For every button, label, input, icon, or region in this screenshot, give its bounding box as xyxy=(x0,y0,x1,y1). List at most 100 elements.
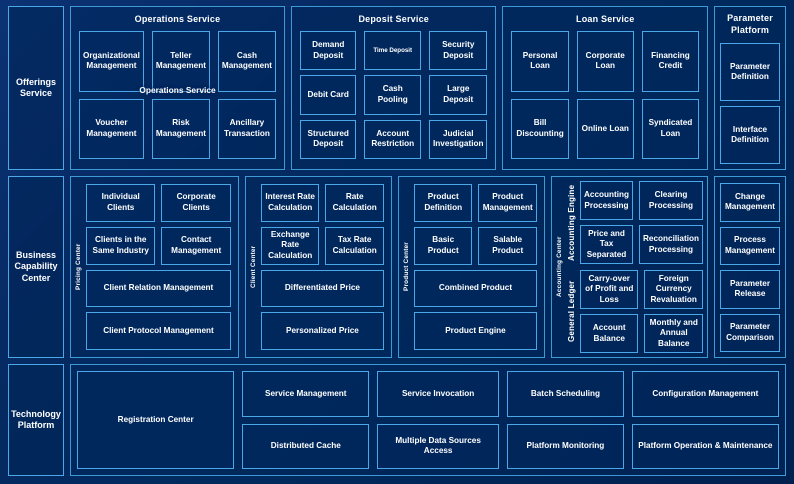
cell-online-loan[interactable]: Online Loan xyxy=(576,98,634,159)
group-title-loan-service: Loan Service xyxy=(576,14,635,24)
cell-basic-product[interactable]: Basic Product xyxy=(413,226,473,265)
cell-corporate-loan[interactable]: Corporate Loan xyxy=(576,31,634,92)
sidebar-label-business-capability-center: Business Capability Center xyxy=(8,176,64,358)
vlabel-general-ledger: General Ledger xyxy=(566,280,576,343)
cell-salable-product[interactable]: Salable Product xyxy=(478,226,537,265)
accounting-engine-block: Accounting Engine Accounting Processing … xyxy=(565,181,703,264)
cell-multiple-data-sources-access[interactable]: Multiple Data Sources Access xyxy=(377,423,500,469)
accounting-center-body: Accounting Engine Accounting Processing … xyxy=(565,181,703,353)
general-ledger-grid: Carry-over of Profit and Loss Foreign Cu… xyxy=(579,270,703,353)
cell-product-management[interactable]: Product Management xyxy=(478,184,537,222)
sidebar-label-offerings-service: Offerings Service xyxy=(8,6,64,170)
cell-judicial-investigation[interactable]: Judicial Investigation xyxy=(428,119,488,159)
operations-service-grid: Organizational Management Teller Managem… xyxy=(75,29,280,165)
pricing-center-body: Individual Clients Corporate Clients Cli… xyxy=(84,181,234,353)
cell-demand-deposit[interactable]: Demand Deposit xyxy=(299,31,357,71)
cell-registration-center[interactable]: Registration Center xyxy=(77,371,235,469)
group-technology-platform: Registration Center Service Management S… xyxy=(70,364,786,476)
vlabel-product-center: Product Center xyxy=(402,242,410,292)
deposit-service-grid: Demand Deposit Time Deposit Security Dep… xyxy=(296,29,492,165)
group-loan-service: Loan Service Personal Loan Corporate Loa… xyxy=(502,6,708,170)
cell-platform-monitoring[interactable]: Platform Monitoring xyxy=(507,423,624,469)
cell-parameter-comparison[interactable]: Parameter Comparison xyxy=(719,313,780,352)
cell-foreign-currency-revaluation[interactable]: Foreign Currency Revaluation xyxy=(644,270,703,309)
cell-interest-rate-calculation[interactable]: Interest Rate Calculation xyxy=(260,184,320,222)
cell-teller-management[interactable]: Teller Management xyxy=(151,31,210,92)
loan-service-grid: Personal Loan Corporate Loan Financing C… xyxy=(507,29,703,165)
pricing-center-wide-row-2: Client Protocol Management xyxy=(86,312,231,350)
cell-contact-management[interactable]: Contact Management xyxy=(161,226,231,265)
cell-distributed-cache[interactable]: Distributed Cache xyxy=(242,423,370,469)
cell-service-invocation[interactable]: Service Invocation xyxy=(377,371,500,417)
group-accounting-center: Accounting Center Accounting Engine Acco… xyxy=(550,176,708,358)
cell-product-definition[interactable]: Product Definition xyxy=(413,184,473,222)
cell-batch-scheduling[interactable]: Batch Scheduling xyxy=(507,371,624,417)
cell-organizational-management[interactable]: Organizational Management xyxy=(79,31,144,92)
cell-product-engine[interactable]: Product Engine xyxy=(413,312,537,350)
cell-bill-discounting[interactable]: Bill Discounting xyxy=(511,98,569,159)
cell-account-balance[interactable]: Account Balance xyxy=(579,314,639,353)
technology-platform-row: Technology Platform Registration Center … xyxy=(8,364,786,476)
parameter-platform-continued: Change Management Process Management Par… xyxy=(713,176,786,358)
cell-syndicated-loan[interactable]: Syndicated Loan xyxy=(641,98,699,159)
cell-rate-calculation[interactable]: Rate Calculation xyxy=(325,184,384,222)
sidebar-label-technology-platform: Technology Platform xyxy=(8,364,64,476)
cell-configuration-management[interactable]: Configuration Management xyxy=(631,371,779,417)
cell-price-and-tax-separated[interactable]: Price and Tax Separated xyxy=(579,225,634,264)
product-center-pair-row-1: Product Definition Product Management xyxy=(413,184,537,222)
cell-time-deposit[interactable]: Time Deposit xyxy=(364,31,421,71)
cell-parameter-definition[interactable]: Parameter Definition xyxy=(720,43,780,102)
client-center-wide-row-2: Personalized Price xyxy=(260,312,384,350)
client-center-pair-row-2: Exchange Rate Calculation Tax Rate Calcu… xyxy=(260,226,384,265)
cell-account-restriction[interactable]: Account Restriction xyxy=(364,119,421,159)
cell-voucher-management[interactable]: Voucher Management xyxy=(79,98,144,159)
cell-client-protocol-management[interactable]: Client Protocol Management xyxy=(86,312,231,350)
cell-client-relation-management[interactable]: Client Relation Management xyxy=(86,269,231,308)
cell-large-deposit[interactable]: Large Deposit xyxy=(428,75,488,115)
accounting-engine-grid: Accounting Processing Clearing Processin… xyxy=(579,181,703,264)
vlabel-accounting-engine: Accounting Engine xyxy=(566,184,576,261)
cell-ancillary-transaction[interactable]: Ancillary Transaction xyxy=(217,98,276,159)
group-title-operations-service: Operations Service xyxy=(134,14,221,24)
cell-cash-pooling[interactable]: Cash Pooling xyxy=(364,75,421,115)
business-capability-row: Business Capability Center Pricing Cente… xyxy=(8,176,786,358)
cell-parameter-release[interactable]: Parameter Release xyxy=(719,270,780,309)
cell-cash-management[interactable]: Cash Management xyxy=(217,31,276,92)
cell-interface-definition[interactable]: Interface Definition xyxy=(720,106,780,164)
cell-risk-management[interactable]: Risk Management xyxy=(151,98,210,159)
cell-change-management[interactable]: Change Management xyxy=(719,183,780,222)
cell-clients-in-the-same-industry[interactable]: Clients in the Same Industry xyxy=(86,226,156,265)
cell-monthly-and-annual-balance[interactable]: Monthly and Annual Balance xyxy=(644,314,703,353)
cell-process-management[interactable]: Process Management xyxy=(719,226,780,265)
overlap-label-operations-service: Operations Service xyxy=(139,85,216,95)
cell-carry-over-of-profit-and-loss[interactable]: Carry-over of Profit and Loss xyxy=(579,270,639,309)
group-parameter-platform: Parameter Platform Parameter Definition … xyxy=(714,6,786,170)
cell-tax-rate-calculation[interactable]: Tax Rate Calculation xyxy=(325,226,384,265)
client-center-wide-row-1: Differentiated Price xyxy=(260,269,384,308)
cell-exchange-rate-calculation[interactable]: Exchange Rate Calculation xyxy=(260,226,320,265)
cell-clearing-processing[interactable]: Clearing Processing xyxy=(639,181,703,220)
cell-debit-card[interactable]: Debit Card xyxy=(299,75,357,115)
pricing-center-pair-row-2: Clients in the Same Industry Contact Man… xyxy=(86,226,231,265)
cell-reconciliation-processing[interactable]: Reconciliation Processing xyxy=(639,225,703,264)
pricing-center-wide-row-1: Client Relation Management xyxy=(86,269,231,308)
product-center-pair-row-2: Basic Product Salable Product xyxy=(413,226,537,265)
group-deposit-service: Deposit Service Demand Deposit Time Depo… xyxy=(290,6,497,170)
product-center-wide-row-1: Combined Product xyxy=(413,269,537,308)
cell-accounting-processing[interactable]: Accounting Processing xyxy=(579,181,634,220)
cell-personalized-price[interactable]: Personalized Price xyxy=(260,312,384,350)
cell-personal-loan[interactable]: Personal Loan xyxy=(511,31,569,92)
cell-security-deposit[interactable]: Security Deposit xyxy=(428,31,488,71)
technology-platform-grid: Registration Center Service Management S… xyxy=(77,371,779,469)
cell-structured-deposit[interactable]: Structured Deposit xyxy=(299,119,357,159)
cell-platform-operation-and-maintenance[interactable]: Platform Operation & Maintenance xyxy=(631,423,779,469)
cell-financing-credit[interactable]: Financing Credit xyxy=(641,31,699,92)
cell-combined-product[interactable]: Combined Product xyxy=(413,269,537,308)
cell-differentiated-price[interactable]: Differentiated Price xyxy=(260,269,384,308)
product-center-body: Product Definition Product Management Ba… xyxy=(412,181,540,353)
cell-corporate-clients[interactable]: Corporate Clients xyxy=(161,184,231,222)
group-pricing-center: Pricing Center Individual Clients Corpor… xyxy=(70,176,239,358)
cell-service-management[interactable]: Service Management xyxy=(242,371,370,417)
cell-individual-clients[interactable]: Individual Clients xyxy=(86,184,156,222)
